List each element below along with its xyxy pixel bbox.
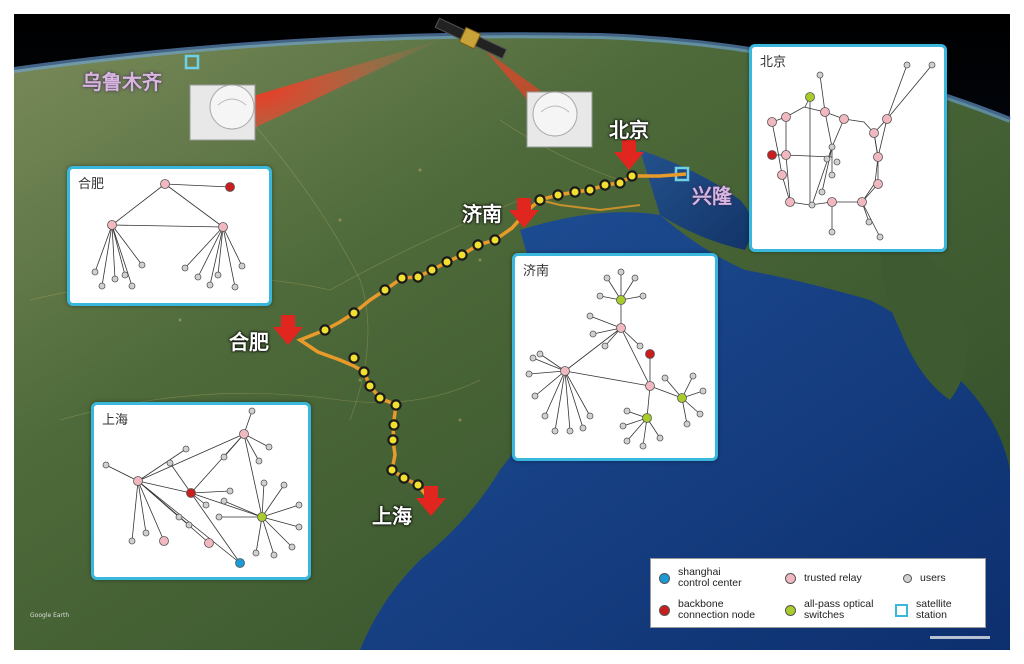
- route-relay-node: [319, 324, 331, 336]
- trusted-relay-marker-icon: [785, 573, 796, 584]
- inset-title: 上海: [102, 413, 129, 428]
- legend-label: backbone connection node: [678, 598, 756, 621]
- network-graph: [91, 179, 246, 291]
- legend-label: users: [920, 572, 946, 584]
- route-relay-node: [584, 184, 596, 196]
- legend-label: satellite station: [916, 598, 952, 621]
- legend-item-backbone: backbone connection node: [659, 599, 755, 621]
- route-relay-node: [614, 177, 626, 189]
- route-relay-node: [364, 380, 376, 392]
- route-relay-node: [348, 352, 360, 364]
- route-relay-node: [390, 399, 402, 411]
- inset-title: 合肥: [78, 177, 105, 192]
- ground-station-dish-icon: [526, 91, 593, 148]
- station-label-xinglong: 兴隆: [692, 184, 732, 208]
- route-relay-node: [552, 189, 564, 201]
- inset-title: 济南: [523, 264, 550, 279]
- legend: shanghai control center trusted relay us…: [650, 558, 986, 628]
- city-label-beijing: 北京: [609, 118, 649, 142]
- inset-shanghai-network: 上海: [91, 402, 311, 580]
- route-relay-node: [358, 366, 370, 378]
- satellite-station-square-icon: [184, 54, 200, 70]
- city-label-shanghai: 上海: [372, 504, 412, 528]
- backbone-marker-icon: [659, 604, 670, 616]
- city-label-jinan: 济南: [462, 202, 502, 226]
- inset-title: 北京: [760, 55, 787, 70]
- route-relay-node: [456, 249, 468, 261]
- route-relay-node: [412, 271, 424, 283]
- control-center-marker-icon: [659, 572, 670, 584]
- legend-item-control-center: shanghai control center: [659, 567, 742, 589]
- route-relay-node: [472, 239, 484, 251]
- network-graph: [525, 268, 707, 450]
- network-graph: [767, 61, 936, 241]
- satellite-icon: [434, 17, 508, 60]
- route-relay-node: [396, 272, 408, 284]
- user-marker-icon: [903, 574, 912, 583]
- ground-station-dish-icon: [189, 84, 256, 141]
- map-watermark: Google Earth: [30, 612, 70, 619]
- route-relay-node: [412, 479, 424, 491]
- red-down-arrow-icon: [273, 140, 644, 516]
- station-label-urumqi: 乌鲁木齐: [82, 70, 162, 94]
- route-relay-node: [374, 392, 386, 404]
- optical-switch-marker-icon: [785, 604, 796, 616]
- route-relay-node: [388, 419, 400, 431]
- route-relay-node: [386, 464, 398, 476]
- route-relay-node: [441, 256, 453, 268]
- route-relay-node: [379, 284, 391, 296]
- route-relay-node: [489, 234, 501, 246]
- inset-jinan-network: 济南: [512, 253, 718, 461]
- legend-label: all-pass optical switches: [804, 598, 874, 621]
- route-relay-node: [626, 170, 638, 182]
- legend-item-users: users: [903, 573, 946, 584]
- route-relay-node: [426, 264, 438, 276]
- route-relay-node: [348, 307, 360, 319]
- legend-item-trusted-relay: trusted relay: [785, 573, 862, 584]
- route-relay-node: [387, 434, 399, 446]
- satellite-station-square-icon: [895, 603, 908, 617]
- legend-item-optical-switch: all-pass optical switches: [785, 599, 873, 621]
- legend-label: trusted relay: [804, 572, 862, 584]
- network-graph: [102, 407, 303, 568]
- route-relay-node: [599, 179, 611, 191]
- route-relay-node: [398, 472, 410, 484]
- legend-label: shanghai control center: [678, 566, 742, 589]
- inset-beijing-network: 北京: [749, 44, 947, 252]
- route-relay-node: [569, 186, 581, 198]
- route-relay-node: [534, 194, 546, 206]
- city-label-hefei: 合肥: [229, 330, 269, 354]
- legend-item-satellite-station: satellite station: [895, 599, 952, 621]
- inset-hefei-network: 合肥: [67, 166, 272, 306]
- satellite-beam-urumqi: [240, 40, 440, 130]
